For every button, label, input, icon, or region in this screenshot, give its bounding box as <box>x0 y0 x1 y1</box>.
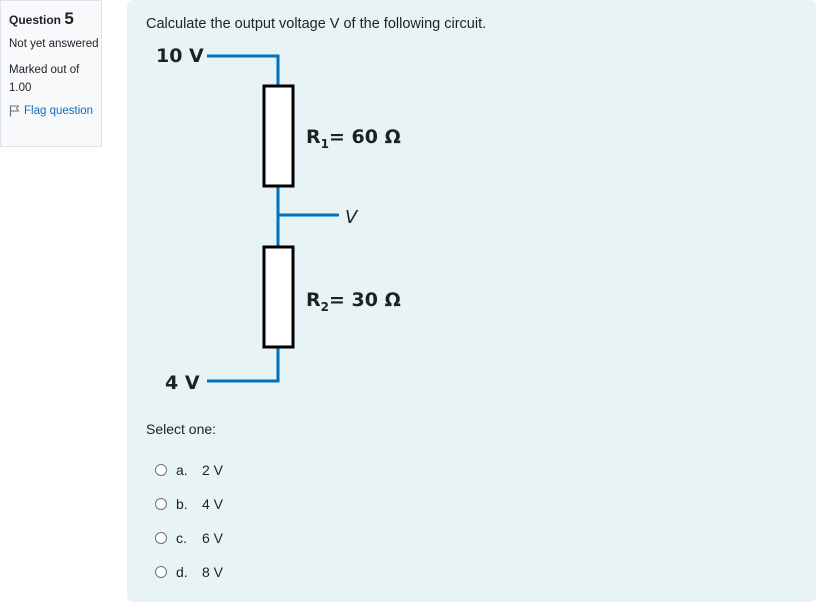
r2-subscript: 2 <box>321 300 329 314</box>
radio-button-c[interactable] <box>155 532 167 544</box>
question-number-value: 5 <box>64 9 74 28</box>
question-text: Calculate the output voltage V of the fo… <box>146 16 487 32</box>
radio-button-b[interactable] <box>155 498 167 510</box>
option-letter-c: c. <box>176 530 187 546</box>
resistor-r2 <box>262 245 295 349</box>
output-voltage-label: V <box>345 207 359 228</box>
flag-question-link[interactable]: Flag question <box>9 105 101 117</box>
bottom-voltage-label: 4 V <box>165 372 200 394</box>
option-letter-d: d. <box>176 564 188 580</box>
answer-option-b[interactable]: b. 4 V <box>155 487 223 521</box>
answer-option-c[interactable]: c. 6 V <box>155 521 223 555</box>
r2-label: R2= 30 Ω <box>306 289 401 314</box>
r1-letter: R <box>306 126 321 148</box>
answer-option-a[interactable]: a. 2 V <box>155 453 223 487</box>
select-one-prompt: Select one: <box>146 421 217 437</box>
question-label: Question <box>9 13 62 27</box>
question-content: Calculate the output voltage V of the fo… <box>127 0 816 602</box>
circuit-wires <box>207 54 339 383</box>
option-text-b: 4 V <box>202 496 224 512</box>
r1-value: = 60 Ω <box>329 126 401 148</box>
option-text-a: 2 V <box>202 462 224 478</box>
flag-icon <box>9 105 20 117</box>
option-letter-a: a. <box>176 462 188 478</box>
circuit-diagram: 10 V 4 V V R1= 60 Ω R2= 30 Ω <box>156 45 401 394</box>
question-info-panel: Question 5 Not yet answered Marked out o… <box>0 0 102 147</box>
answer-options: a. 2 V b. 4 V c. 6 V d. 8 V <box>155 453 223 589</box>
resistor-r1 <box>262 84 295 188</box>
r2-letter: R <box>306 289 321 311</box>
question-grade: Marked out of 1.00 <box>9 64 80 94</box>
radio-button-a[interactable] <box>155 464 167 476</box>
option-text-c: 6 V <box>202 530 224 546</box>
flag-question-label: Flag question <box>24 105 94 117</box>
top-voltage-label: 10 V <box>156 45 204 67</box>
answer-option-d[interactable]: d. 8 V <box>155 555 223 589</box>
option-text-d: 8 V <box>202 564 224 580</box>
option-letter-b: b. <box>176 496 188 512</box>
r1-subscript: 1 <box>321 137 329 151</box>
r2-value: = 30 Ω <box>329 289 401 311</box>
radio-button-d[interactable] <box>155 566 167 578</box>
question-number: Question 5 <box>9 9 101 29</box>
r1-label: R1= 60 Ω <box>306 126 401 151</box>
question-state: Not yet answered <box>9 38 99 50</box>
